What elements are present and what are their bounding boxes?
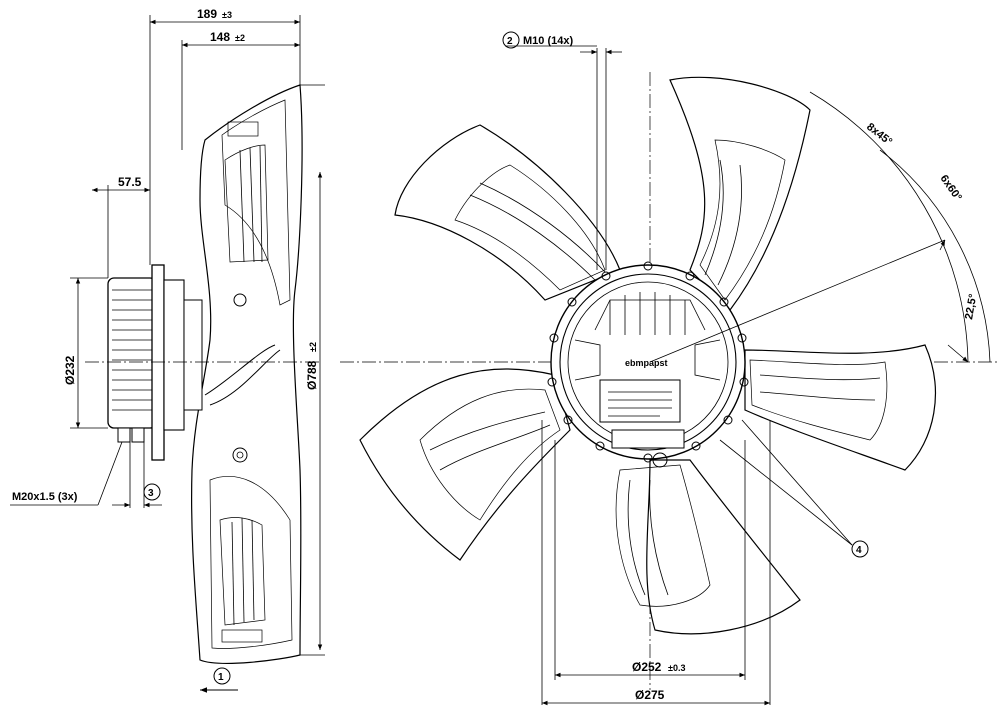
angle-22-5: 22,5°: [963, 293, 979, 321]
dim-width-blade: 148: [210, 30, 230, 44]
fan-blades: [359, 76, 936, 635]
brand-label: ebmpapst: [625, 358, 668, 368]
callout-3-circle: [143, 483, 161, 501]
dim-width-total: 189: [197, 7, 217, 21]
angle-arc-outer: [809, 91, 969, 363]
dim-bolt-thread: M10 (14x): [523, 35, 573, 47]
side-view: 189 ±3 148 ±2 57.5 Ø232 Ø788 ±2 M20x1.5 …: [10, 7, 325, 693]
front-view: ebmpapst: [340, 31, 1000, 706]
dim-bolt-circle-inner-tol: ±0.3: [668, 663, 685, 673]
dim-width-total-tol: ±3: [222, 10, 232, 20]
dim-hub-diameter: Ø232: [63, 355, 77, 385]
dim-width-blade-tol: ±2: [235, 33, 245, 43]
side-blade-ribs: [231, 145, 263, 626]
callout-1: 1: [218, 672, 224, 683]
callout-4-circle: [851, 540, 869, 558]
dim-fan-diameter: Ø788: [305, 360, 319, 390]
callout-2: 2: [507, 36, 513, 47]
callout-4: 4: [856, 545, 862, 556]
angle-arc-inner: [879, 149, 991, 363]
side-motor: [107, 264, 281, 463]
blade-ribs: [429, 159, 881, 596]
angle-8x45: 8x45°: [864, 121, 894, 148]
dim-cable-gland: M20x1.5 (3x): [12, 491, 78, 503]
dim-bolt-circle-outer: Ø275: [635, 688, 665, 702]
callout-3: 3: [148, 488, 154, 499]
front-motor: ebmpapst: [550, 264, 746, 468]
bolt-holes: [547, 261, 749, 463]
dim-hub-offset: 57.5: [118, 175, 142, 189]
callout-1-circle: [213, 667, 231, 685]
angle-6x60: 6x60°: [938, 173, 964, 204]
dim-bolt-circle-inner: Ø252: [632, 660, 662, 674]
dim-fan-diameter-tol: ±2: [308, 342, 318, 352]
callout-2-circle: [502, 31, 520, 49]
